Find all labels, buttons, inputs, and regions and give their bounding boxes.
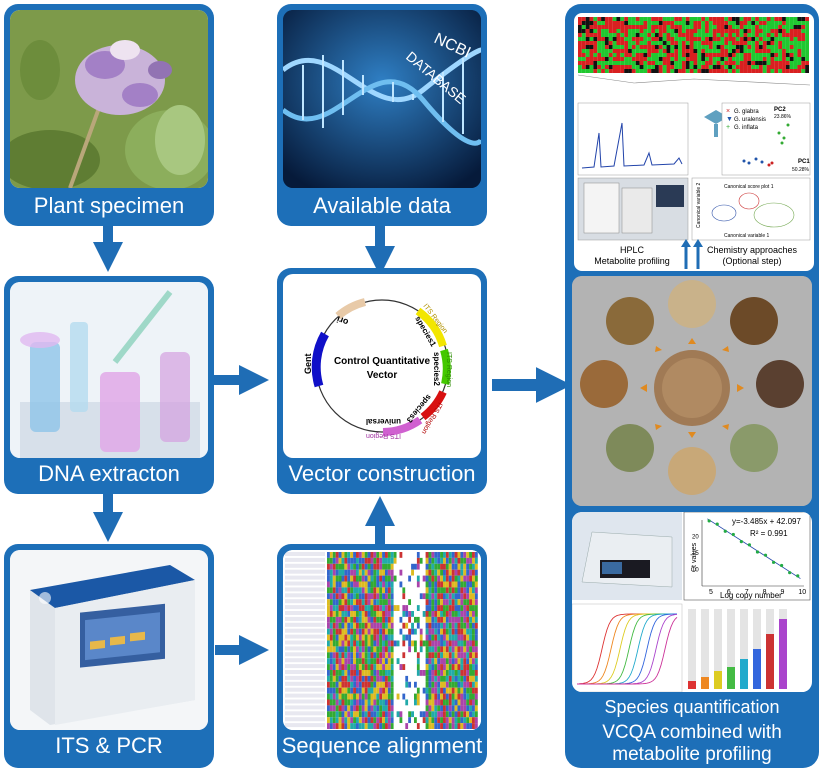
heatmap <box>577 17 811 86</box>
std-point <box>796 574 800 578</box>
std-point <box>707 519 711 523</box>
label-ori: ori <box>335 314 349 327</box>
dna-database-image: NCBI DATABASE <box>283 10 481 188</box>
pca-legend-2: G. uralensis <box>734 117 766 123</box>
panel-its-pcr: ITS & PCR <box>4 544 214 768</box>
pca-points-glabra <box>767 161 774 167</box>
pca-pc1-pct: 50.28% <box>792 167 810 173</box>
vcqa-caption-2: metabolite profiling <box>612 744 772 765</box>
pca-points-inflata <box>777 123 790 145</box>
label-its-2: ITS Region <box>445 352 452 387</box>
std-xlabel: Log copy number <box>720 591 782 600</box>
std-point <box>731 532 735 537</box>
label-its-4: ITS Region <box>366 432 401 439</box>
segment-universal <box>382 416 423 436</box>
std-point <box>780 563 784 568</box>
pcr-machine-photo <box>10 550 208 730</box>
standard-curve-chart: 5 6 7 8 9 10 10 15 20 <box>692 518 806 596</box>
vector-title-line2: Vector <box>367 370 398 381</box>
chemistry-section: G. glabra G. uralensis G. inflata × ▼ + … <box>572 11 816 273</box>
svg-text:+: + <box>726 124 730 131</box>
std-point <box>755 550 760 554</box>
std-ylabel: Ct values <box>691 542 698 572</box>
std-ytick: 10 <box>692 568 699 574</box>
herb-samples <box>572 276 812 506</box>
panel-vcqa: G. glabra G. uralensis G. inflata × ▼ + … <box>565 4 819 768</box>
vector-title-line1: Control Quantitative <box>334 356 431 367</box>
pca-legend-3: G. inflata <box>734 125 759 131</box>
vcqa-caption-1: VCQA combined with <box>602 722 782 743</box>
std-point <box>771 560 776 564</box>
species-caption: Species quantification <box>604 697 780 717</box>
std-point <box>715 522 719 526</box>
chem-label-2: (Optional step) <box>722 256 781 266</box>
panel-available-data: NCBI DATABASE Available data <box>277 4 487 226</box>
std-xtick: 9 <box>781 589 785 596</box>
std-r2: R² = 0.991 <box>750 529 788 538</box>
hplc-label-2: Metabolite profiling <box>594 256 670 266</box>
std-ytick: 15 <box>692 551 699 557</box>
label-gent: Gent <box>303 353 313 374</box>
plant-caption: Plant specimen <box>33 193 185 218</box>
segment-ori <box>335 298 367 320</box>
segment-species1 <box>415 307 447 348</box>
panel-vector-construction: Control Quantitative Vector ori ITS Regi… <box>277 268 487 494</box>
std-xtick: 5 <box>709 589 713 596</box>
std-point <box>723 529 727 533</box>
plant-photo <box>10 10 208 188</box>
hplc-label-1: HPLC <box>620 245 645 255</box>
pcr-caption: ITS & PCR <box>55 733 163 758</box>
std-xtick: 10 <box>798 589 806 596</box>
std-xtick: 7 <box>745 589 749 596</box>
panel-dna-extraction: DNA extracton <box>4 276 214 494</box>
std-point <box>747 543 752 547</box>
std-point <box>788 571 792 575</box>
segment-species3 <box>420 390 447 421</box>
data-caption: Available data <box>313 193 451 218</box>
panel-sequence-alignment: Sequence alignment <box>277 544 487 768</box>
panel-plant-specimen: Plant specimen <box>4 4 214 226</box>
canonical-xlabel: Canonical variable 1 <box>724 233 770 239</box>
alignment-image <box>283 550 481 730</box>
std-point <box>739 540 743 544</box>
std-equation: y=-3.485x + 42.097 <box>732 517 801 526</box>
quantification-bars <box>688 609 787 689</box>
pca-legend-1: G. glabra <box>734 109 759 115</box>
qpcr-section: 5 6 7 8 9 10 10 15 20 y=-3.485x + 42.097 R² = 0.… <box>572 512 812 692</box>
svg-text:▼: ▼ <box>726 116 733 123</box>
label-species2: species2 <box>432 352 441 386</box>
segment-species2 <box>440 348 451 385</box>
canonical-title: Canonical score plot 1 <box>724 184 774 190</box>
std-xtick: 6 <box>727 589 731 596</box>
pca-pc2-pct: 23.86% <box>774 114 792 120</box>
chromatogram <box>581 122 683 169</box>
pca-points-uralensis <box>742 157 764 165</box>
chem-label-1: Chemistry approaches <box>707 245 798 255</box>
alignment-caption: Sequence alignment <box>281 733 483 758</box>
herb-slices <box>580 280 804 495</box>
amplification-curves <box>576 613 678 685</box>
pca-pc2-label: PC2 <box>774 107 786 113</box>
dna-caption: DNA extracton <box>38 461 180 486</box>
std-xtick: 8 <box>763 589 767 596</box>
std-point <box>763 553 768 557</box>
pca-pc1-label: PC1 <box>798 159 810 165</box>
orange-arrows <box>640 338 744 438</box>
vector-map: Control Quantitative Vector ori ITS Regi… <box>283 274 481 458</box>
svg-text:×: × <box>726 108 730 115</box>
label-universal: universal <box>366 417 401 426</box>
dna-tubes-photo <box>10 282 208 458</box>
segment-gent <box>311 331 329 388</box>
std-ytick: 20 <box>692 535 699 541</box>
canonical-ylabel: Canonical variable 2 <box>696 182 702 228</box>
vector-caption: Vector construction <box>288 461 476 486</box>
